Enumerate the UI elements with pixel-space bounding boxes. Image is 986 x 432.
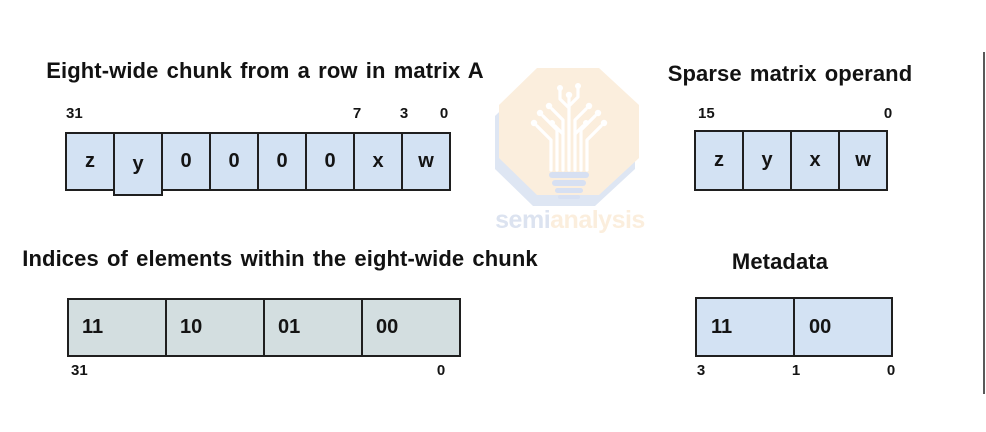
indices-bit-31: 31: [71, 362, 88, 379]
indices-title: Indices of elements within the eight-wid…: [22, 246, 538, 271]
sparse-cell-z: z: [694, 130, 744, 191]
metadata-bit-3: 3: [696, 362, 706, 379]
metadata-cell-11: 11: [695, 297, 795, 357]
chunk-cell-w: w: [401, 132, 451, 191]
chunk-cell-zero-1: 0: [161, 132, 211, 191]
sparse-bit-15: 15: [698, 105, 715, 122]
chunk-title: Eight-wide chunk from a row in matrix A: [46, 58, 484, 83]
chunk-array: z y 0 0 0 0 x w: [65, 132, 451, 196]
indices-cell-10: 10: [165, 298, 265, 357]
metadata-bit-1: 1: [791, 362, 801, 379]
sparse-cell-w: w: [838, 130, 888, 191]
metadata-cell-00: 00: [793, 297, 893, 357]
indices-cell-00: 00: [361, 298, 461, 357]
sparse-cell-x: x: [790, 130, 840, 191]
indices-cell-11: 11: [67, 298, 167, 357]
sparse-title: Sparse matrix operand: [667, 61, 913, 86]
sparse-bit-0: 0: [883, 105, 893, 122]
right-edge-line: [983, 52, 985, 394]
metadata-array: 11 00: [695, 297, 893, 357]
indices-cell-01: 01: [263, 298, 363, 357]
chunk-bit-0: 0: [439, 105, 449, 122]
metadata-title: Metadata: [731, 249, 829, 274]
chunk-cell-zero-3: 0: [257, 132, 307, 191]
chunk-bit-31: 31: [66, 105, 83, 122]
chunk-cell-z: z: [65, 132, 115, 191]
indices-array: 11 10 01 00: [67, 298, 461, 357]
metadata-bit-0: 0: [886, 362, 896, 379]
sparse-array: z y x w: [694, 130, 888, 191]
chunk-bit-3: 3: [399, 105, 409, 122]
chunk-bit-7: 7: [352, 105, 362, 122]
indices-bit-0: 0: [436, 362, 446, 379]
